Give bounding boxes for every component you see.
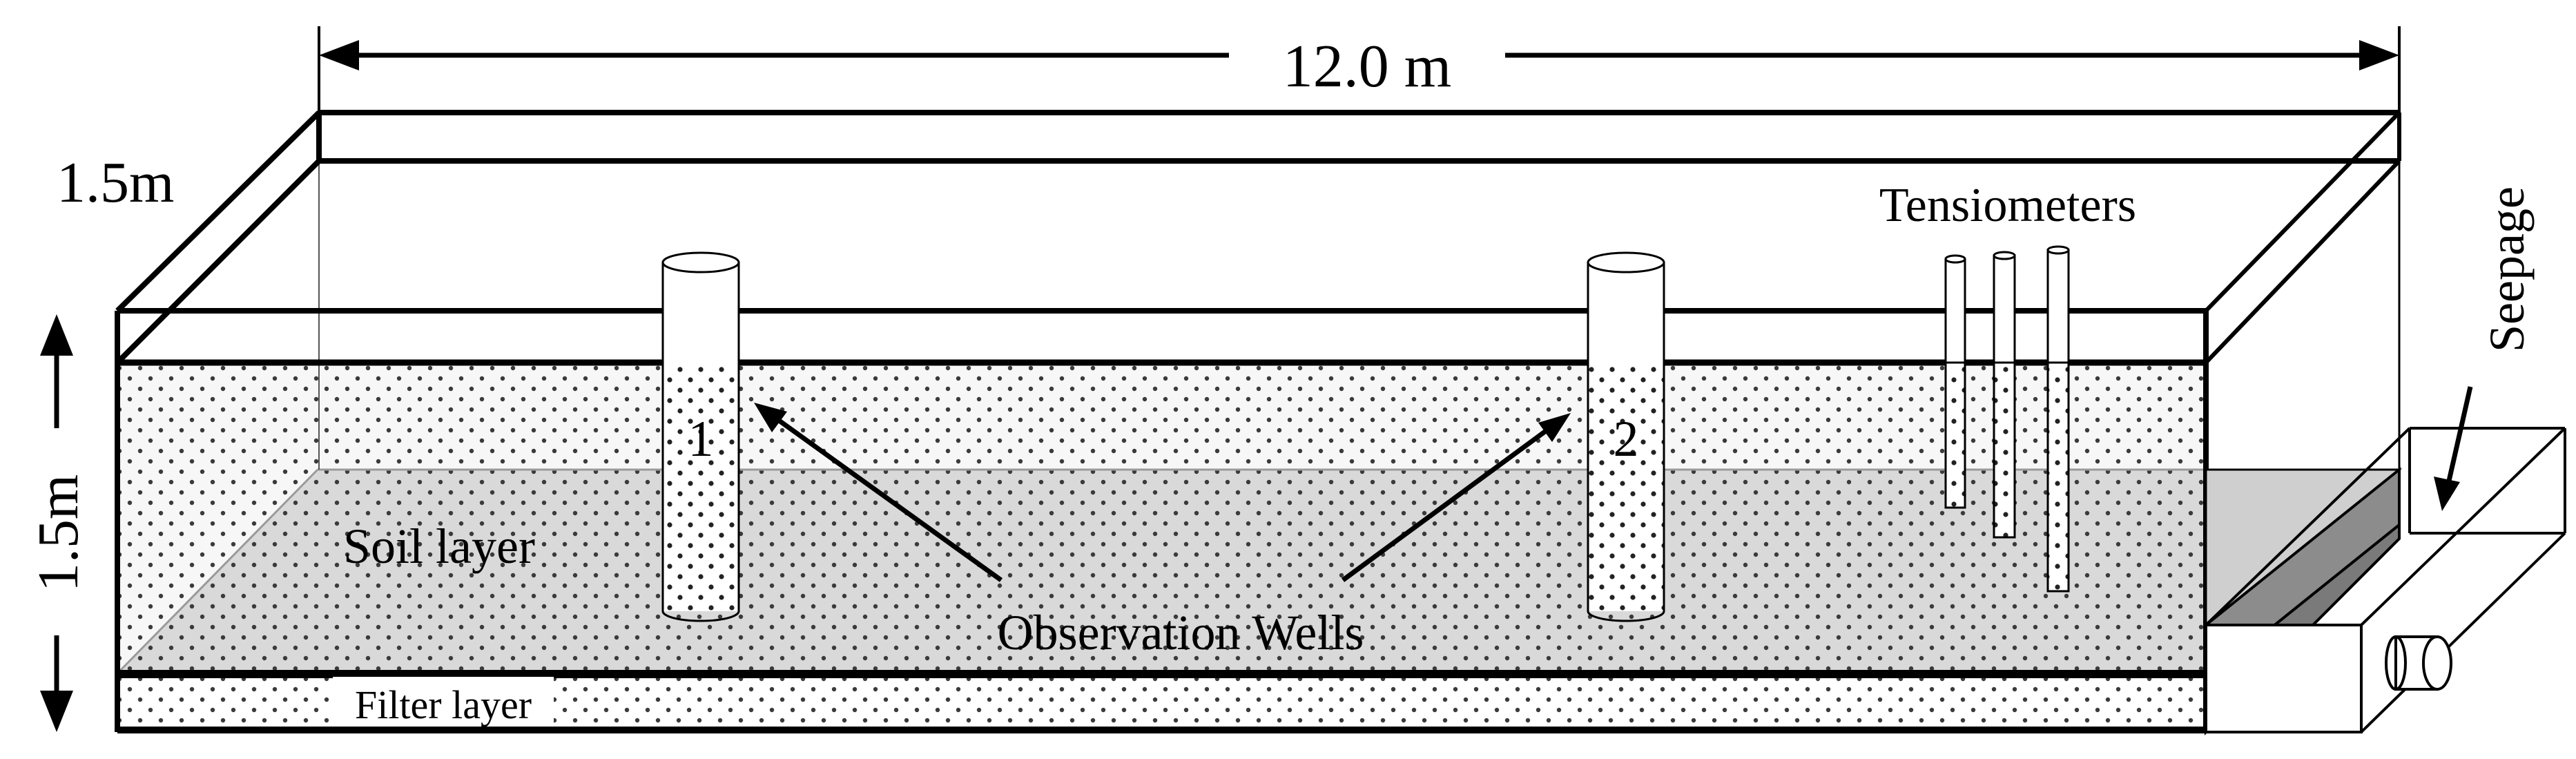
outlet-pipe [2385, 635, 2452, 691]
tank-outline [115, 110, 2401, 732]
length-label: 12.0 m [1283, 33, 1451, 100]
observation-wells-label: Observation Wells [998, 605, 1364, 660]
seepage-label: Seepage [2479, 186, 2535, 352]
filter-layer-band [117, 670, 2206, 733]
drain-box [2205, 427, 2566, 733]
observation-well-1 [661, 251, 740, 622]
seepage-arrow [2434, 386, 2473, 511]
tensiometers-label: Tensiometers [1879, 179, 2136, 232]
depth-label: 1.5m [57, 151, 174, 215]
height-dimension [28, 314, 86, 732]
tensiometer-2 [1993, 251, 2016, 539]
well-1-number: 1 [688, 411, 714, 468]
length-dimension [318, 26, 2401, 117]
filter-layer-label: Filter layer [355, 682, 532, 727]
soil-body [116, 363, 2206, 675]
arrow-to-well-1 [759, 405, 1003, 582]
well-2-number: 2 [1614, 411, 1639, 468]
filter-label-box [333, 677, 554, 725]
tensiometer-3 [2046, 245, 2070, 593]
height-label: 1.5m [26, 474, 90, 592]
tensiometer-1 [1944, 254, 1966, 509]
observation-well-arrows [754, 403, 1571, 582]
observation-well-2 [1587, 251, 1665, 622]
arrow-to-well-2 [1341, 419, 1561, 582]
soil-layer-label: Soil layer [343, 519, 535, 574]
